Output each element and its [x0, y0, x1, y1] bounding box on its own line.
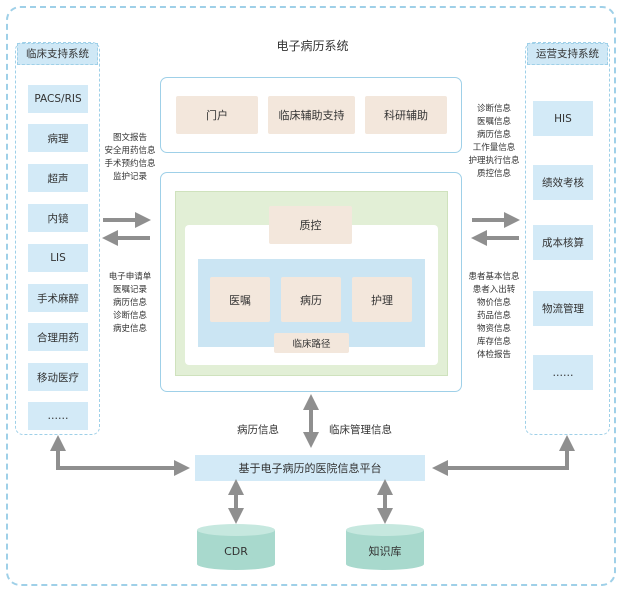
left-labels-top: 图文报告安全用药信息手术预约信息监护记录	[100, 132, 160, 184]
left-labels-bottom: 电子申请单医嘱记录病历信息诊断信息病史信息	[100, 271, 160, 336]
info-label: 体检报告	[476, 350, 511, 360]
info-label: 库存信息	[476, 337, 511, 347]
info-label: 安全用药信息	[104, 146, 156, 156]
right-item: 成本核算	[533, 225, 593, 260]
knowledge-base-database-icon	[346, 524, 424, 570]
info-label: 药品信息	[476, 311, 511, 321]
right-item: 绩效考核	[533, 165, 593, 200]
info-label: 质控信息	[476, 169, 511, 179]
orders-box: 医嘱	[210, 277, 270, 322]
arrow-left-to-platform	[56, 447, 190, 476]
left-item: 超声	[28, 164, 88, 192]
info-label: 手术预约信息	[104, 159, 156, 169]
nursing-box: 护理	[352, 277, 412, 322]
info-label: 诊断信息	[112, 311, 147, 321]
info-label: 电子申请单	[108, 272, 152, 282]
cdr-database-icon	[197, 524, 275, 570]
info-label: 医嘱信息	[476, 117, 511, 127]
info-label: 病历信息	[476, 130, 511, 140]
left-item: 内镜	[28, 204, 88, 232]
info-label: 图文报告	[112, 133, 147, 143]
arrow-right-to-platform	[432, 447, 569, 476]
right-item: HIS	[533, 101, 593, 136]
left-item: LIS	[28, 244, 88, 272]
module-clinical-support: 临床辅助支持	[268, 96, 355, 134]
info-label: 患者入出转	[472, 285, 516, 295]
right-labels-top: 诊断信息医嘱信息病历信息工作量信息护理执行信息质控信息	[462, 103, 526, 181]
info-label: 病史信息	[112, 324, 147, 334]
right-panel-header: 运营支持系统	[527, 43, 608, 65]
left-item: 手术麻醉	[28, 284, 88, 312]
info-label: 诊断信息	[476, 104, 511, 114]
left-item: 病理	[28, 124, 88, 152]
platform-bar: 基于电子病历的医院信息平台	[195, 455, 425, 481]
left-panel-header: 临床支持系统	[17, 43, 98, 65]
info-label: 病历信息	[112, 298, 147, 308]
right-labels-bottom: 患者基本信息患者入出转物价信息药品信息物资信息库存信息体检报告	[462, 271, 526, 362]
outer-frame	[6, 6, 616, 586]
info-label: 患者基本信息	[468, 272, 520, 282]
cdr-label: CDR	[224, 544, 248, 558]
left-item: ……	[28, 402, 88, 430]
right-item: 物流管理	[533, 291, 593, 326]
left-item: 合理用药	[28, 323, 88, 351]
info-label: 监护记录	[112, 172, 147, 182]
quality-control-box: 质控	[269, 206, 352, 244]
clinical-pathway-box: 临床路径	[274, 333, 349, 353]
info-label: 医嘱记录	[112, 285, 147, 295]
module-research: 科研辅助	[365, 96, 447, 134]
left-item: 移动医疗	[28, 363, 88, 391]
knowledge-base-label: 知识库	[368, 545, 402, 558]
right-item: ……	[533, 355, 593, 390]
medical-record-box: 病历	[281, 277, 341, 322]
left-item: PACS/RIS	[28, 85, 88, 113]
info-label: 护理执行信息	[468, 156, 520, 166]
info-label: 工作量信息	[472, 143, 516, 153]
mid-label-right: 临床管理信息	[329, 424, 392, 436]
info-label: 物资信息	[476, 324, 511, 334]
info-label: 物价信息	[476, 298, 511, 308]
mid-label-left: 病历信息	[237, 424, 279, 436]
diagram-title: 电子病历系统	[276, 39, 349, 53]
module-portal: 门户	[176, 96, 258, 134]
